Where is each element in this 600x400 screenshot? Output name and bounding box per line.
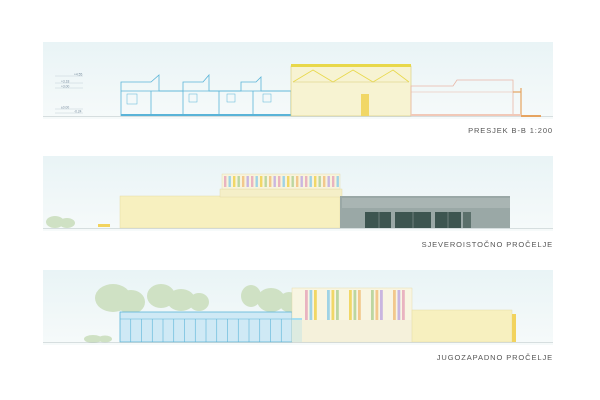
hall-window xyxy=(397,290,401,320)
hall-window xyxy=(349,290,352,320)
hall-vertical-windows xyxy=(305,290,405,320)
section-b-b-drawing: +4.55 +3.18 +3.00 ±0.00 -0.24 xyxy=(43,42,553,119)
level-label: +4.55 xyxy=(74,73,83,77)
clerestory-window xyxy=(260,176,263,187)
right-wing-section xyxy=(410,79,522,116)
clerestory-window xyxy=(269,176,272,187)
clerestory-window xyxy=(291,176,294,187)
yellow-bench xyxy=(98,224,110,227)
central-hall-section xyxy=(290,64,412,117)
left-wing-section xyxy=(120,73,292,116)
hall-window xyxy=(327,290,330,320)
clerestory-window xyxy=(287,176,290,187)
clerestory-windows xyxy=(221,173,341,190)
hall-window xyxy=(353,290,357,320)
clerestory-window xyxy=(327,176,330,187)
cream-wall-block xyxy=(411,309,513,343)
clerestory-window xyxy=(224,176,227,187)
clerestory-window xyxy=(264,176,267,187)
level-markers: +4.55 +3.18 +3.00 ±0.00 -0.24 xyxy=(55,73,83,114)
clerestory-window xyxy=(251,176,254,187)
hall-window xyxy=(375,290,379,320)
hall-upper-wall xyxy=(219,188,343,198)
clerestory-window xyxy=(300,176,303,187)
hall-window xyxy=(309,290,313,320)
hall-window xyxy=(371,290,374,320)
clerestory-window xyxy=(228,176,231,187)
clerestory-window xyxy=(323,176,326,187)
clerestory-window xyxy=(332,176,335,187)
level-label: -0.24 xyxy=(74,110,82,114)
northeast-elevation-drawing xyxy=(43,156,553,231)
clerestory-window xyxy=(273,176,276,187)
shrub xyxy=(46,216,75,228)
garage-doors xyxy=(365,212,471,228)
clerestory-window xyxy=(309,176,312,187)
hall-window xyxy=(393,290,396,320)
hall-window xyxy=(305,290,308,320)
hall-window xyxy=(336,290,339,320)
hall-window xyxy=(358,290,361,320)
clerestory-window xyxy=(237,176,240,187)
section-caption: PRESJEK B-B 1:200 xyxy=(468,126,553,135)
left-wing-floor xyxy=(121,114,291,116)
terrace-edge xyxy=(521,115,541,117)
clerestory-window xyxy=(255,176,258,187)
southwest-elevation-caption: JUGOZAPADNO PROČELJE xyxy=(436,353,553,362)
clerestory-window xyxy=(318,176,321,187)
tree-canopy xyxy=(95,284,299,314)
clerestory-window xyxy=(242,176,245,187)
hall-window xyxy=(331,290,335,320)
clerestory-window xyxy=(296,176,299,187)
hall-window xyxy=(402,290,405,320)
hall-window xyxy=(380,290,383,320)
shrub xyxy=(84,335,112,343)
level-label: ±0.00 xyxy=(61,106,69,110)
cream-wall-block xyxy=(119,195,341,229)
hall-window xyxy=(314,290,317,320)
level-label: +3.18 xyxy=(61,80,70,84)
clerestory-window xyxy=(278,176,281,187)
clerestory-window xyxy=(336,176,339,187)
northeast-elevation-caption: SJEVEROISTOČNO PROČELJE xyxy=(421,240,553,249)
clerestory-window xyxy=(314,176,317,187)
clerestory-window xyxy=(305,176,308,187)
southwest-elevation-drawing xyxy=(43,270,553,345)
right-wing-floor xyxy=(411,114,521,116)
clerestory-window xyxy=(233,176,236,187)
clerestory-window xyxy=(282,176,285,187)
level-label: +3.00 xyxy=(61,85,70,89)
clerestory-window xyxy=(246,176,249,187)
